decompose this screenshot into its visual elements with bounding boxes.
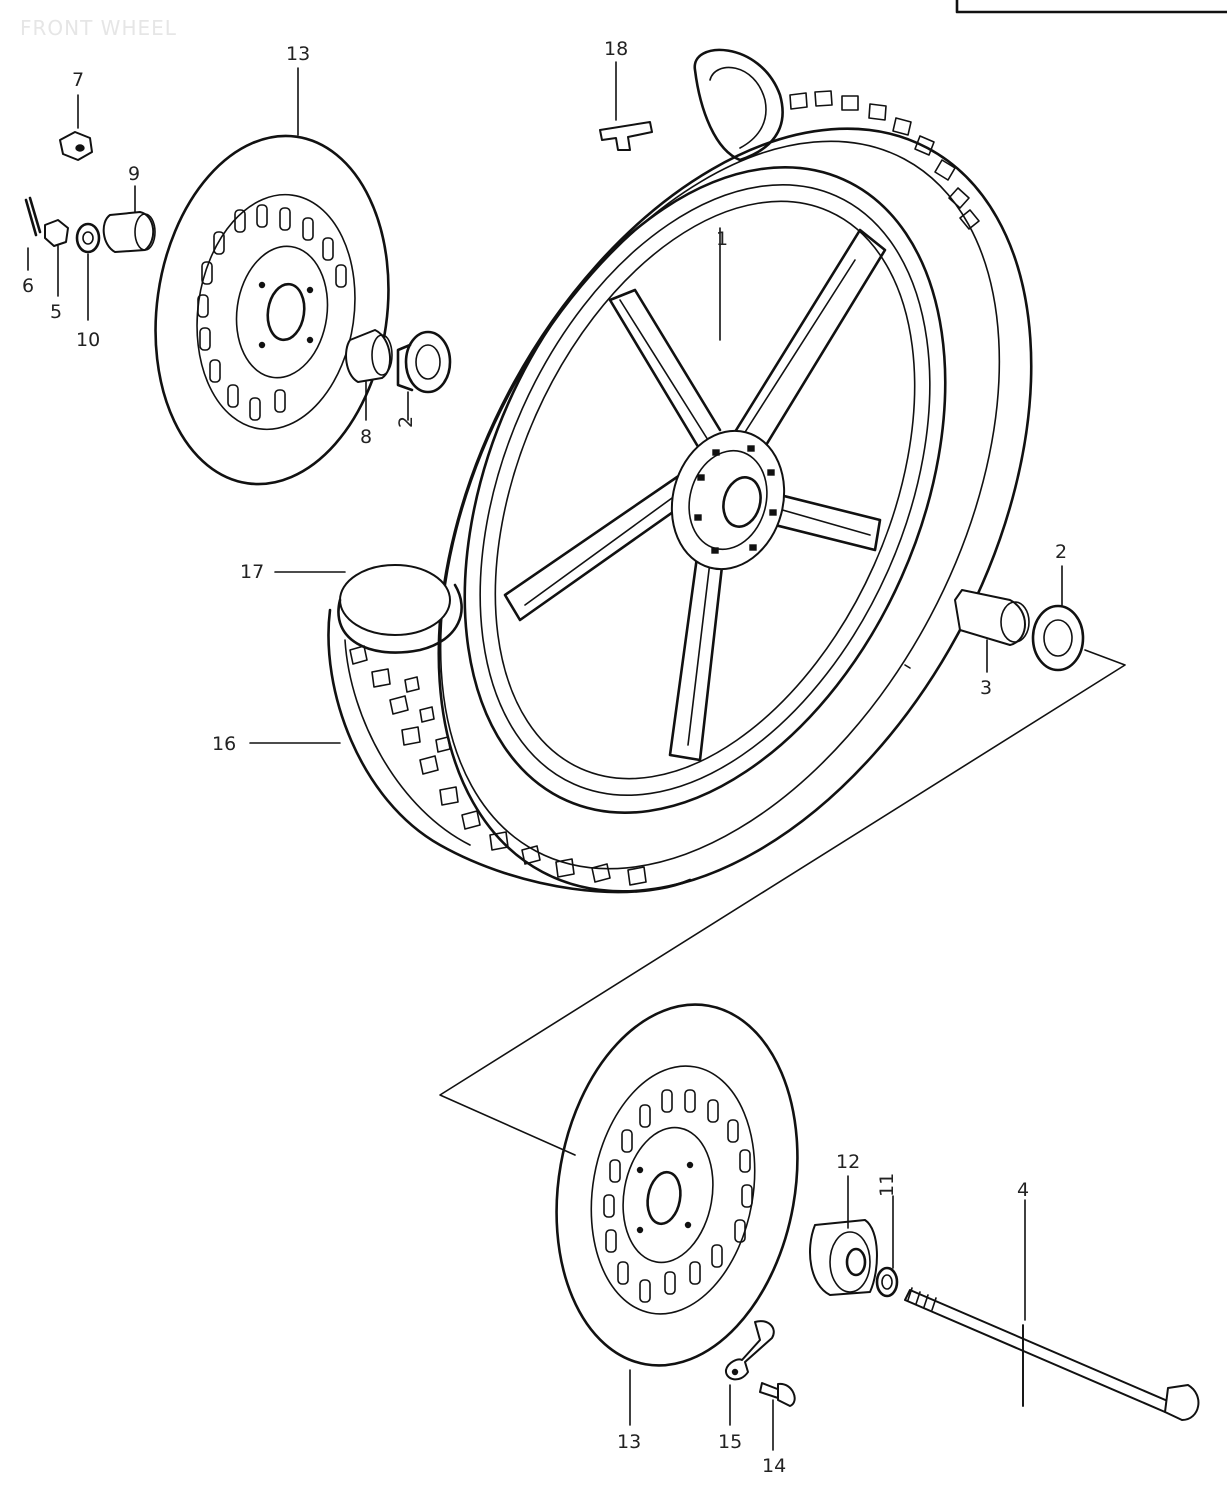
callout-6: 6 bbox=[22, 275, 34, 297]
tube-cutaway bbox=[337, 564, 463, 654]
spacer-9 bbox=[102, 211, 156, 253]
frame-corner bbox=[955, 0, 1227, 14]
lock-plate bbox=[725, 1320, 775, 1381]
rim bbox=[463, 166, 947, 814]
callout-2-right: 2 bbox=[1055, 541, 1067, 563]
front-tire bbox=[327, 48, 1033, 894]
callout-13-upper: 13 bbox=[286, 43, 310, 65]
callout-11: 11 bbox=[876, 1173, 898, 1197]
rim-band-clip bbox=[599, 121, 653, 151]
cotter-pin bbox=[24, 196, 42, 237]
assembly-guideline bbox=[439, 649, 1126, 1156]
callout-17: 17 bbox=[240, 561, 264, 583]
callout-1: 1 bbox=[716, 228, 728, 250]
spacer-8 bbox=[345, 329, 393, 383]
castle-nut bbox=[44, 219, 69, 247]
gearbox-12 bbox=[809, 1219, 878, 1296]
callout-10: 10 bbox=[76, 329, 100, 351]
callout-14: 14 bbox=[762, 1455, 786, 1477]
disc-bolt bbox=[759, 1382, 796, 1407]
wheel-hub bbox=[670, 429, 786, 571]
callout-9: 9 bbox=[128, 163, 140, 185]
callout-8: 8 bbox=[360, 426, 372, 448]
axle-nut bbox=[59, 131, 93, 161]
callout-18: 18 bbox=[604, 38, 628, 60]
wheel-spokes bbox=[503, 228, 887, 762]
diagram-title: FRONT WHEEL bbox=[20, 16, 177, 40]
spacer-3 bbox=[954, 589, 1030, 646]
callout-4: 4 bbox=[1017, 1179, 1029, 1201]
callout-5: 5 bbox=[50, 301, 62, 323]
brake-disc-lower bbox=[555, 1003, 799, 1367]
bearing-2-right bbox=[1031, 604, 1085, 672]
washer-11 bbox=[875, 1266, 899, 1298]
callout-7: 7 bbox=[72, 69, 84, 91]
callout-12: 12 bbox=[836, 1151, 860, 1173]
callout-2-left: 2 bbox=[395, 416, 417, 428]
callout-16: 16 bbox=[212, 733, 236, 755]
leader-lines bbox=[27, 61, 1063, 1451]
callout-3: 3 bbox=[980, 677, 992, 699]
washer-10 bbox=[75, 222, 101, 254]
front-axle bbox=[904, 1287, 1200, 1421]
callout-13-lower: 13 bbox=[617, 1431, 641, 1453]
brake-disc-upper bbox=[154, 134, 390, 486]
bearing-2-left bbox=[396, 330, 452, 394]
callout-15: 15 bbox=[718, 1431, 742, 1453]
